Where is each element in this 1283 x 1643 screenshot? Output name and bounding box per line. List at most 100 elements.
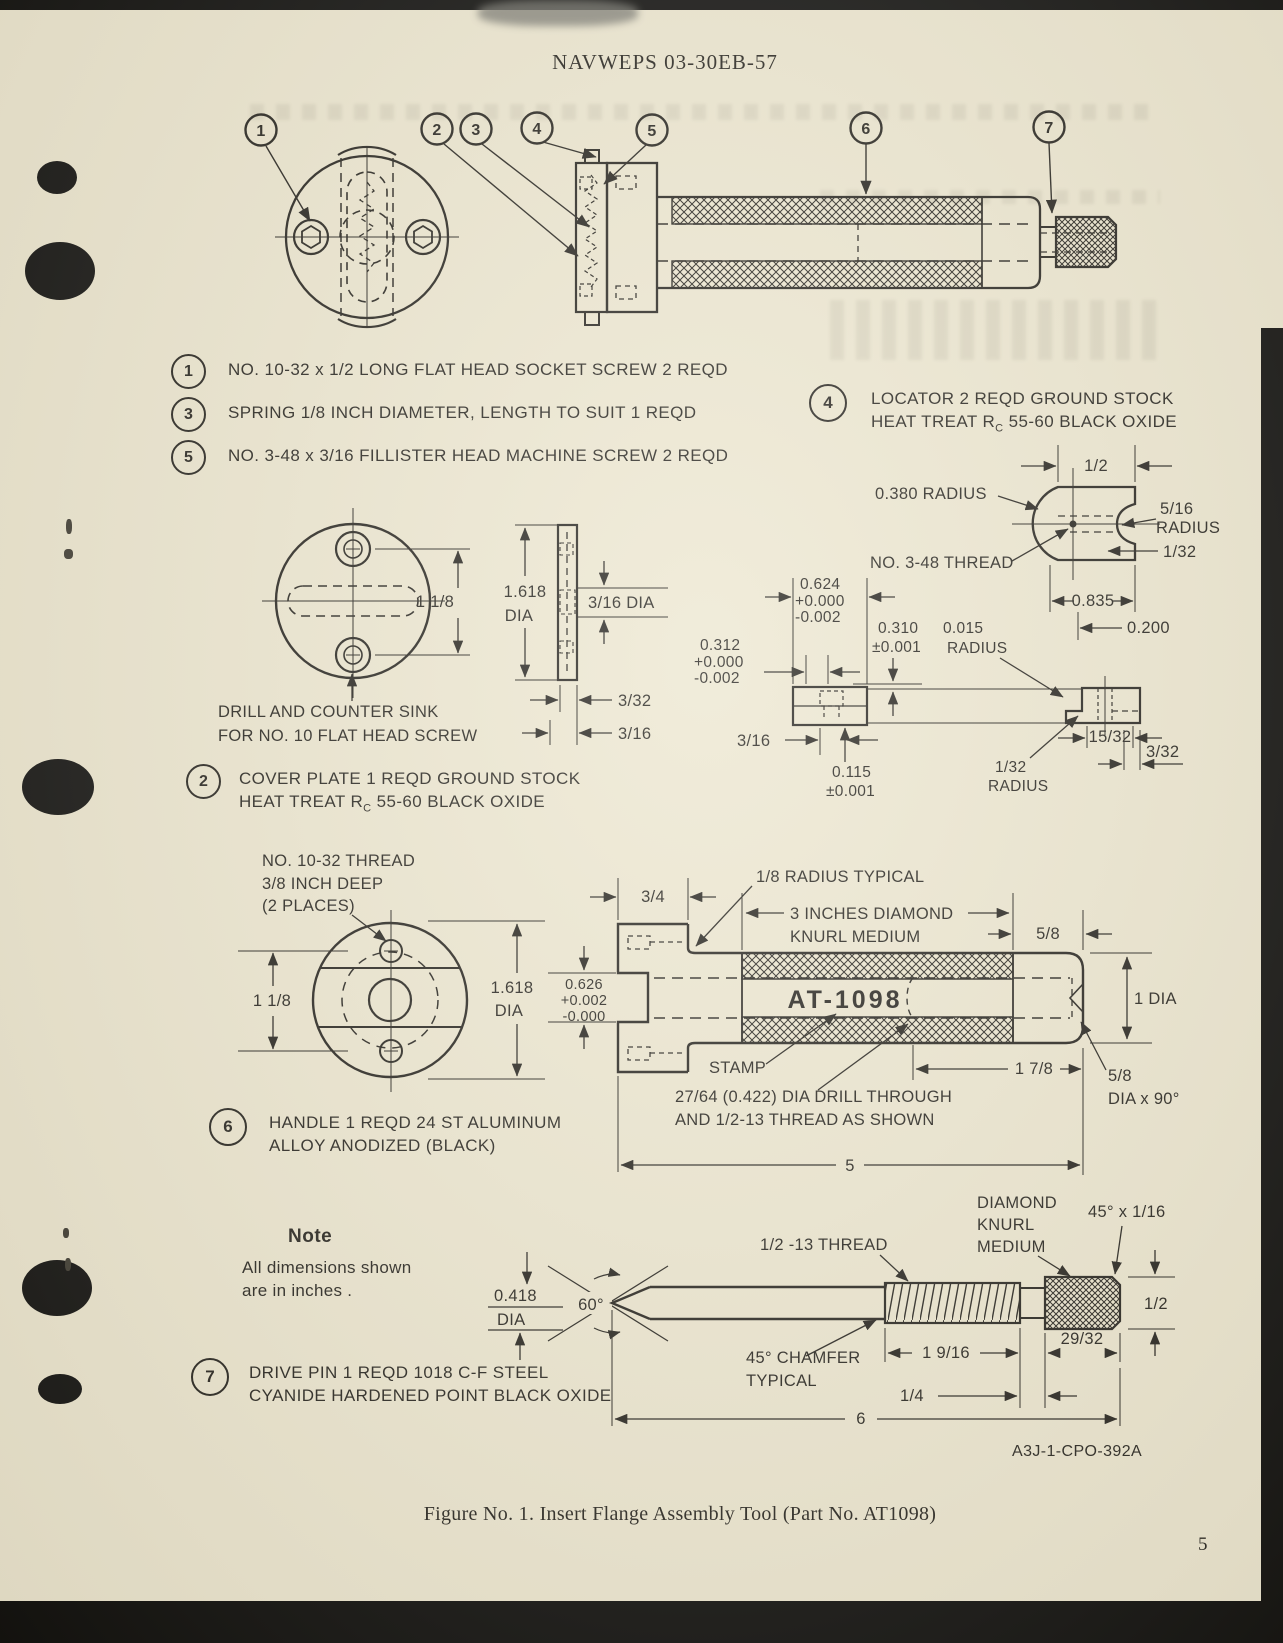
dim-1-32-radius: RADIUS (988, 778, 1048, 795)
dim-0626: 0.626 (565, 977, 603, 993)
callout-2: 2 (432, 122, 441, 139)
dim-0624: 0.624 (800, 576, 840, 593)
dim-1-2: 1/2 (1084, 457, 1108, 475)
part-item-6: 6 HANDLE 1 REQD 24 ST ALUMINUM ALLOY ANO… (209, 1108, 561, 1157)
note-line-1: All dimensions shown (242, 1258, 412, 1277)
part-number: 3 (184, 405, 193, 423)
part-description-line2b: 55-60 BLACK OXIDE (1003, 411, 1177, 431)
part-description-line2: HEAT TREAT R (871, 411, 996, 431)
dim-0380-radius: 0.380 RADIUS (875, 485, 987, 503)
dim-5-16-radius: RADIUS (1156, 519, 1220, 537)
chamfer-note-1: 45° CHAMFER (746, 1349, 860, 1367)
bleed-through-artifact (250, 104, 1160, 120)
part-item-5: 5 NO. 3-48 x 3/16 FILLISTER HEAD MACHINE… (171, 440, 728, 475)
part-description-line2b: 55-60 BLACK OXIDE (371, 791, 545, 811)
binder-dot (22, 1260, 92, 1316)
dim-0115-tol: ±0.001 (826, 783, 875, 800)
dim-1-2-pin: 1/2 (1144, 1295, 1168, 1313)
part-number: 7 (205, 1367, 215, 1386)
dim-0310: 0.310 (878, 620, 918, 637)
dim-0626-minus: -0.000 (563, 1009, 606, 1025)
dim-1-9-16: 1 9/16 (922, 1344, 970, 1362)
binder-dot (38, 1374, 82, 1404)
dim-0626-plus: +0.002 (561, 993, 608, 1009)
part-description-line1: LOCATOR 2 REQD GROUND STOCK (871, 389, 1174, 408)
part-number: 1 (184, 362, 193, 380)
dim-0624-plus: +0.000 (795, 593, 845, 610)
part-item-7: 7 DRIVE PIN 1 REQD 1018 C-F STEEL CYANID… (191, 1358, 612, 1407)
paper-tear-mark (64, 549, 73, 559)
dim-3-32-loc: 3/32 (1146, 743, 1179, 761)
pin-knurl-note-2: KNURL (977, 1216, 1034, 1234)
dim-1618-dia: DIA (505, 607, 533, 625)
part-description-line1: COVER PLATE 1 REQD GROUND STOCK (239, 769, 581, 788)
dim-0310-tol: ±0.001 (872, 639, 921, 656)
scan-edge-right (1261, 328, 1283, 1643)
chamfer-note-2: TYPICAL (746, 1372, 817, 1390)
callout-balloons: 1 2 3 4 5 6 7 (244, 110, 1066, 257)
part-description-line2: ALLOY ANODIZED (BLACK) (269, 1135, 496, 1155)
part-description-line2: HEAT TREAT R (239, 791, 364, 811)
dim-5: 5 (845, 1157, 854, 1175)
handle-drawing: NO. 10-32 THREAD 3/8 INCH DEEP (2 PLACES… (238, 852, 1179, 1175)
page-title: NAVWEPS 03-30EB-57 (552, 50, 778, 74)
dim-0835: 0.835 (1072, 592, 1115, 610)
handle-thread-note-2: 3/8 INCH DEEP (262, 875, 383, 893)
handle-thread-note-1: NO. 10-32 THREAD (262, 852, 415, 870)
figure-caption: Figure No. 1. Insert Flange Assembly Too… (423, 1503, 937, 1525)
drill-note-2: AND 1/2-13 THREAD AS SHOWN (675, 1111, 935, 1129)
part-balloon-7: 7 (191, 1358, 229, 1396)
binder-dot (25, 242, 95, 300)
dim-0312-plus: +0.000 (694, 654, 744, 671)
callout-4: 4 (532, 121, 541, 138)
callout-1: 1 (256, 123, 265, 140)
callout-7: 7 (1044, 120, 1053, 137)
dim-0200: 0.200 (1127, 619, 1170, 637)
part-number: 5 (184, 448, 193, 466)
thread-note: NO. 3-48 THREAD (870, 554, 1014, 572)
drill-note-1: 27/64 (0.422) DIA DRILL THROUGH (675, 1088, 952, 1106)
assembly-drawing (275, 145, 1118, 329)
part-item-1: 1 NO. 10-32 x 1/2 LONG FLAT HEAD SOCKET … (171, 354, 728, 389)
dim-1-8-radius: 1/8 RADIUS TYPICAL (756, 868, 924, 886)
dim-1-4: 1/4 (900, 1387, 924, 1405)
part-description: NO. 3-48 x 3/16 FILLISTER HEAD MACHINE S… (228, 446, 729, 465)
dim-3-4: 3/4 (641, 888, 665, 906)
drawing-reference: A3J-1-CPO-392A (1012, 1443, 1143, 1460)
binder-dot (37, 161, 77, 194)
dim-0624-minus: -0.002 (795, 609, 841, 626)
countersink-note-2: FOR NO. 10 FLAT HEAD SCREW (218, 727, 477, 745)
knurl-note-2: KNURL MEDIUM (790, 928, 920, 946)
part-description: SPRING 1/8 INCH DIAMETER, LENGTH TO SUIT… (228, 403, 697, 422)
scan-edge-top (0, 0, 1283, 10)
dim-3-16-loc: 3/16 (737, 732, 770, 750)
dim-3-16-dia: 3/16 DIA (588, 594, 655, 612)
dim-0418: 0.418 (494, 1287, 537, 1305)
part-balloon-3: 3 (171, 397, 206, 432)
part-balloon-2: 2 (186, 764, 221, 799)
dim-0015: 0.015 (943, 620, 983, 637)
callout-5: 5 (647, 123, 656, 140)
dim-5-8: 5/8 (1036, 925, 1060, 943)
dim-5-8-dia: 5/8 (1108, 1067, 1132, 1085)
stamp-label: STAMP (709, 1059, 766, 1077)
binder-dot (22, 759, 94, 815)
paper-tear-mark (65, 1258, 71, 1271)
dim-60-deg: 60° (578, 1296, 604, 1314)
scan-edge-bottom (0, 1601, 1283, 1643)
dim-0418-dia: DIA (497, 1311, 525, 1329)
pin-knurl-note-1: DIAMOND (977, 1194, 1057, 1212)
cover-plate-drawing: 1 1/8 1.618 DIA 3/16 DIA 3/32 3/16 DRILL… (218, 508, 668, 745)
dim-3-16: 3/16 (618, 725, 651, 743)
note-title: Note (288, 1226, 333, 1247)
part-balloon-1: 1 (171, 354, 206, 389)
dim-1-32: 1/32 (1163, 543, 1196, 561)
pin-thread-note: 1/2 -13 THREAD (760, 1236, 888, 1254)
pin-knurl-note-3: MEDIUM (977, 1238, 1046, 1256)
dim-0312-minus: -0.002 (694, 670, 740, 687)
part-description: NO. 10-32 x 1/2 LONG FLAT HEAD SOCKET SC… (228, 360, 728, 379)
dim-1-dia: 1 DIA (1134, 990, 1177, 1008)
part-number-stamp: AT-1098 (787, 986, 902, 1014)
